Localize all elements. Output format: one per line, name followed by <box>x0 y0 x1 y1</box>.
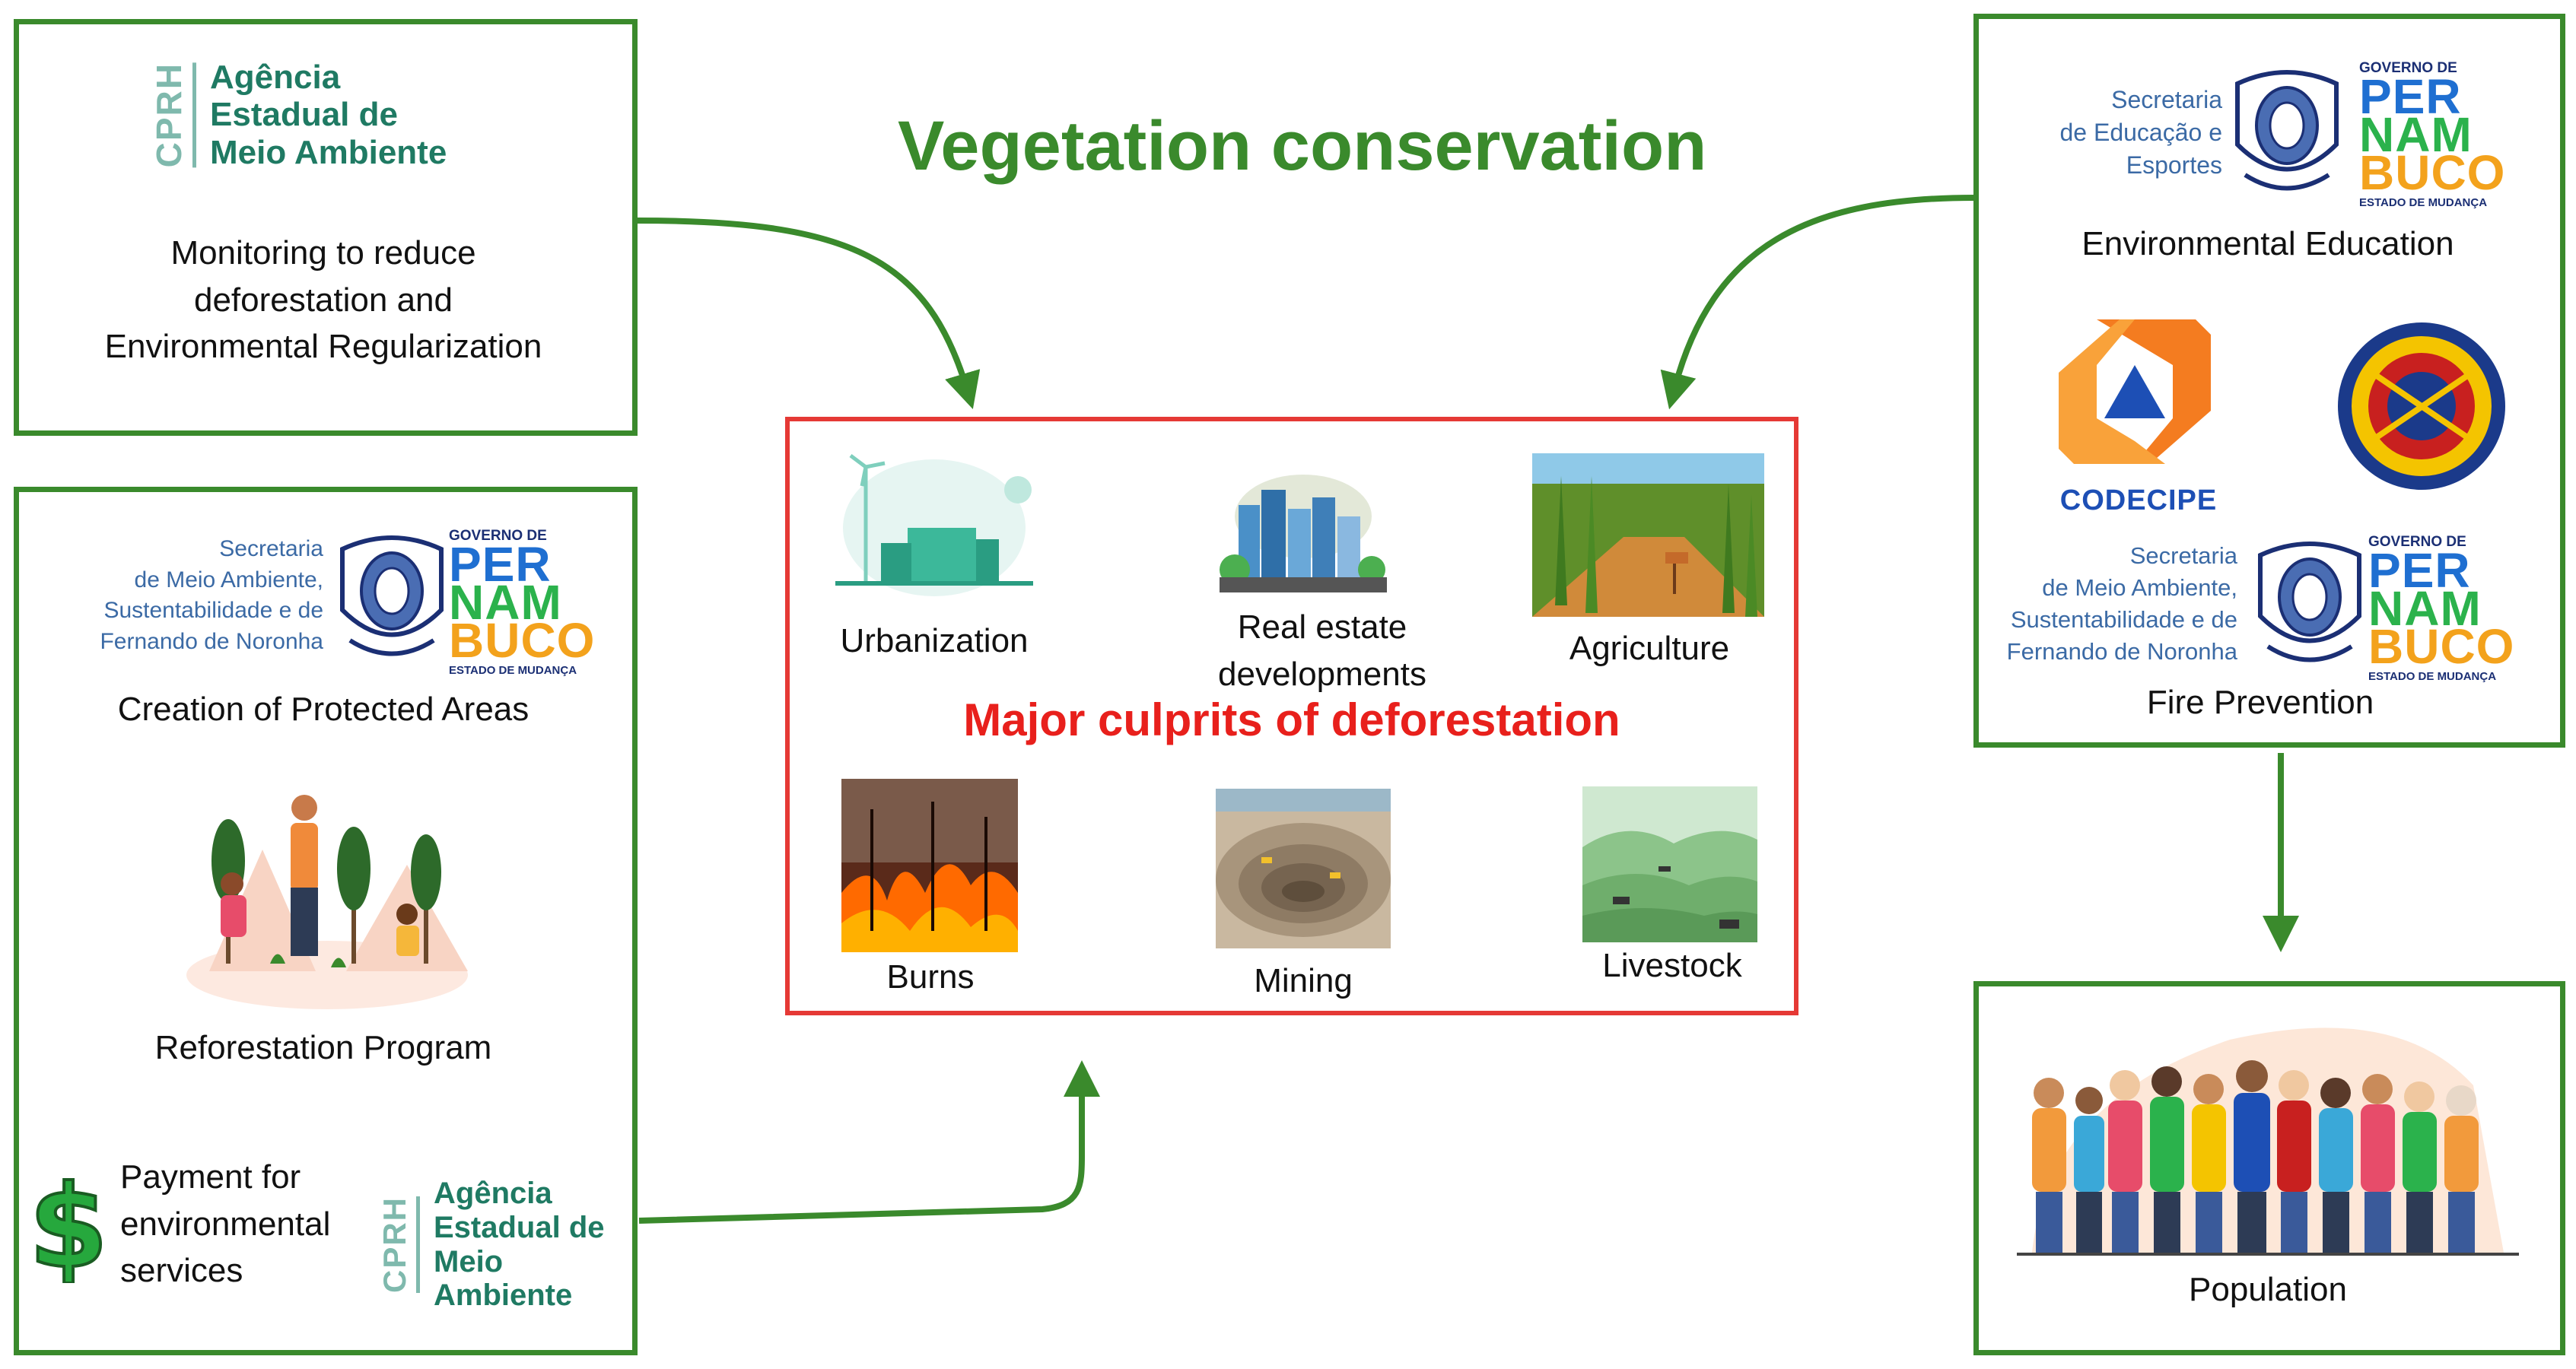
burns-label: Burns <box>886 958 975 996</box>
fire-prevention-label: Fire Prevention <box>2146 684 2374 721</box>
cprh-abbr: CPRH <box>148 62 196 168</box>
fire-brigade-emblem-icon <box>2338 322 2505 490</box>
agency-name: Agência Estadual de Meio Ambiente <box>434 1177 605 1313</box>
burns-illustration <box>841 779 1018 952</box>
agriculture-label: Agriculture <box>1569 630 1730 667</box>
real-estate-label: Real estate developments <box>1218 608 1426 693</box>
coat-of-arms-icon <box>340 535 444 656</box>
livestock-label: Livestock <box>1602 947 1742 984</box>
arrow-monitoring-to-culprits <box>637 218 981 410</box>
protected-areas-label: Creation of Protected Areas <box>117 691 530 728</box>
livestock-illustration <box>1582 786 1757 942</box>
pernambuco-logo: GOVERNO DE PER NAM BUCO ESTADO DE MUDANÇ… <box>2368 534 2515 683</box>
pernambuco-logo: GOVERNO DE PER NAM BUCO ESTADO DE MUDANÇ… <box>449 528 596 677</box>
arrow-payment-to-culprits <box>638 1060 1100 1224</box>
environment-secretariat: Secretaria de Meio Ambiente, Sustentabil… <box>100 536 323 654</box>
dollar-icon: $ <box>30 1169 107 1283</box>
monitoring-box: CPRH Agência Estadual de Meio Ambiente M… <box>14 19 638 436</box>
environment-secretariat: Secretaria de Meio Ambiente, Sustentabil… <box>2006 542 2237 665</box>
pernambuco-logo: GOVERNO DE PER NAM BUCO ESTADO DE MUDANÇ… <box>2359 60 2506 209</box>
mining-illustration <box>1216 789 1391 948</box>
urbanization-label: Urbanization <box>840 622 1029 659</box>
protection-box: Secretaria de Meio Ambiente, Sustentabil… <box>14 487 638 1355</box>
real-estate-illustration <box>1220 475 1387 592</box>
svg-text:$: $ <box>30 1169 107 1283</box>
culprits-title: Major culprits of deforestation <box>963 694 1620 745</box>
payment-label: Payment for environmental services <box>120 1158 331 1290</box>
monitoring-label: Monitoring to reduce deforestation and E… <box>104 234 542 366</box>
arrow-education-to-culprits <box>1660 195 1975 410</box>
people-group <box>2032 1060 2479 1253</box>
environmental-education-label: Environmental Education <box>2081 225 2454 262</box>
agency-name: Agência Estadual de Meio Ambiente <box>210 59 447 171</box>
main-title: Vegetation conservation <box>898 107 1707 185</box>
coat-of-arms-icon <box>2258 542 2361 662</box>
coat-of-arms-icon <box>2235 70 2339 191</box>
codecipe-logo-icon <box>2059 319 2211 464</box>
population-illustration <box>2017 1028 2519 1256</box>
education-fire-box: Secretaria de Educação e Esportes GOVERN… <box>1973 14 2565 748</box>
agriculture-illustration <box>1532 453 1764 617</box>
cprh-logo-small: CPRH Agência Estadual de Meio Ambiente <box>377 1177 632 1313</box>
education-secretariat: Secretaria de Educação e Esportes <box>2059 86 2223 179</box>
cprh-logo: CPRH Agência Estadual de Meio Ambiente <box>148 59 447 171</box>
reforestation-illustration <box>186 795 468 1009</box>
urbanization-illustration <box>835 454 1033 596</box>
population-label: Population <box>2189 1271 2347 1308</box>
cprh-abbr: CPRH <box>377 1196 420 1294</box>
culprits-box: Urbanization Real estate developments <box>785 417 1798 1015</box>
reforestation-label: Reforestation Program <box>154 1029 492 1066</box>
mining-label: Mining <box>1254 962 1353 999</box>
codecipe-label: CODECIPE <box>2059 484 2218 516</box>
population-box: Population <box>1973 981 2565 1355</box>
